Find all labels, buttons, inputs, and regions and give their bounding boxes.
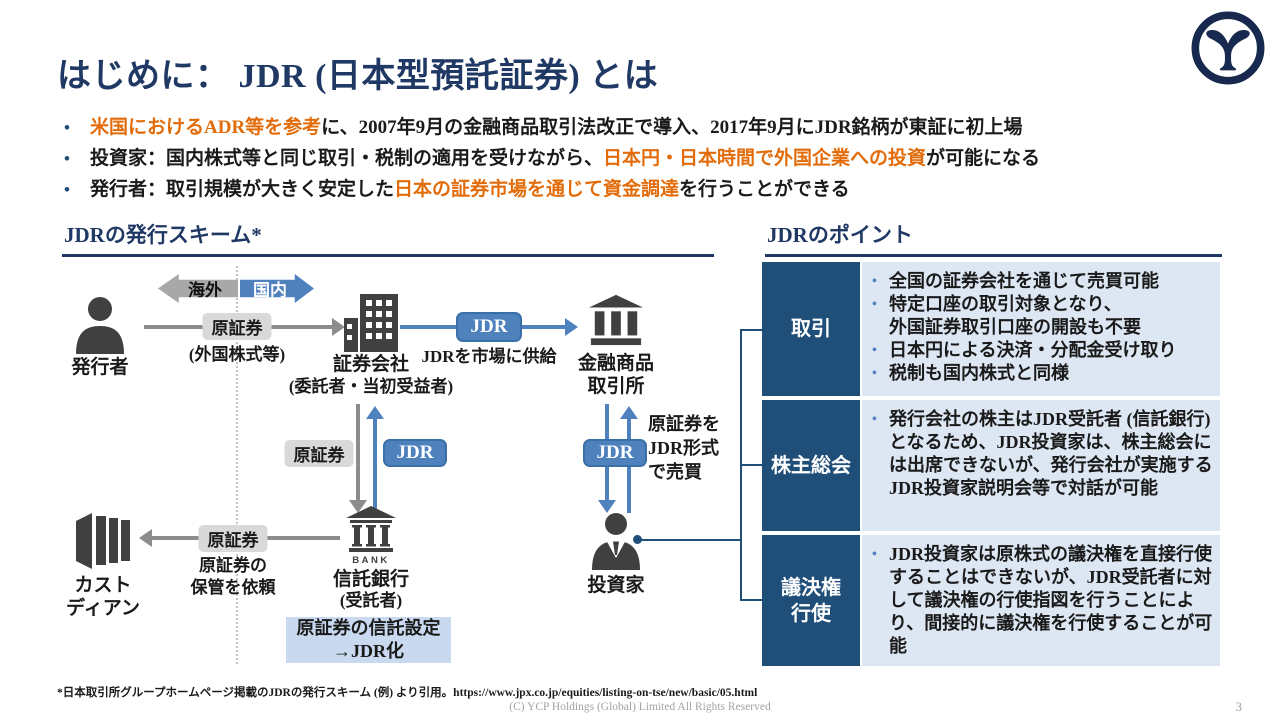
connector-dot <box>633 535 642 544</box>
intro-bullet: 米国におけるADR等を参考に、2007年9月の金融商品取引法改正で導入、2017… <box>60 112 1040 143</box>
jdr-points-panel: 取引 全国の証券会社を通じて売買可能 特定口座の取引対象となり、 外国証券取引口… <box>762 262 1220 670</box>
point-row-content: JDR投資家は原株式の議決権を直接行使することはできないが、JDR受託者に対して… <box>862 535 1220 666</box>
custodian-label: カスト ディアン <box>66 575 140 619</box>
source-footnote: *日本取引所グループホームページ掲載のJDRの発行スキーム (例) より引用。h… <box>57 687 758 699</box>
connector-line <box>640 539 740 541</box>
securities-company-label: 証券会社 <box>332 354 410 375</box>
point-row-header: 議決権 行使 <box>762 535 860 666</box>
overseas-arrow: 海外 <box>158 274 238 303</box>
scheme-section-heading: JDRの発行スキーム* <box>62 219 714 257</box>
custodian-warehouse-icon <box>74 512 132 570</box>
connector-stub <box>740 599 762 601</box>
jdr-up-shaft <box>373 418 377 513</box>
orig-securities-arrowhead <box>332 318 345 336</box>
point-row-content: 全国の証券会社を通じて売買可能 特定口座の取引対象となり、 外国証券取引口座の開… <box>862 262 1220 396</box>
trust-bank-label: 信託銀行 <box>332 569 410 590</box>
jdr-tag: JDR <box>456 312 522 342</box>
point-bullet: 特定口座の取引対象となり、 外国証券取引口座の開設も不要 <box>866 293 1214 339</box>
investor-label: 投資家 <box>587 575 645 596</box>
trust-bank-icon: BANK <box>344 506 398 566</box>
trust-bank-note: (受託者) <box>339 591 403 610</box>
page-title: はじめに： JDR (日本型預託証券) とは <box>57 58 659 95</box>
point-bullet: 全国の証券会社を通じて売買可能 <box>866 270 1214 293</box>
points-section-heading: JDRのポイント <box>765 219 1222 257</box>
point-row-voting-rights: 議決権 行使 JDR投資家は原株式の議決権を直接行使することはできないが、JDR… <box>762 535 1220 666</box>
orig-securities-tag: 原証券 <box>202 313 272 340</box>
custody-note: 原証券の 保管を依頼 <box>190 556 276 597</box>
jdr-supply-note: JDRを市場に供給 <box>421 347 557 366</box>
copyright-text: (C) YCP Holdings (Global) Limited All Ri… <box>509 701 771 713</box>
custody-arrowhead <box>139 529 152 547</box>
jdr-supply-arrowhead <box>565 318 578 336</box>
jdr-up-arrowhead <box>366 406 384 419</box>
issuer-person-icon <box>74 296 126 354</box>
jdr-buy-up-arrowhead <box>620 406 638 419</box>
point-row-shareholders-meeting: 株主総会 発行会社の株主はJDR受託者 (信託銀行) となるため、JDR投資家は… <box>762 400 1220 531</box>
jdr-scheme-diagram: 海外 国内 発行者 原証券 (外国株式等) 証券会社 (委託者・当初受益者) <box>60 260 762 670</box>
jdr-tag: JDR <box>383 439 447 467</box>
trust-setting-box: 原証券の信託設定 →JDR化 <box>286 617 451 663</box>
intro-bullet: 発行者：取引規模が大きく安定した日本の証券市場を通じて資金調達を行うことができる <box>60 174 1040 205</box>
jdr-sell-down-arrowhead <box>598 500 616 513</box>
orig-securities-tag: 原証券 <box>198 525 268 552</box>
point-bullet: 税制も国内株式と同様 <box>866 362 1214 385</box>
point-row-header: 株主総会 <box>762 400 860 531</box>
svg-text:BANK: BANK <box>352 555 389 566</box>
domestic-arrow: 国内 <box>240 274 314 303</box>
exchange-label: 金融商品 取引所 <box>577 353 655 397</box>
point-bullet: JDR投資家は原株式の議決権を直接行使することはできないが、JDR受託者に対して… <box>866 543 1214 658</box>
overseas-domestic-divider <box>236 266 238 664</box>
securities-company-note: (委託者・当初受益者) <box>288 377 454 396</box>
investor-person-icon <box>589 512 643 570</box>
point-bullet: 発行会社の株主はJDR受託者 (信託銀行) となるため、JDR投資家は、株主総会… <box>866 408 1214 500</box>
point-row-trade: 取引 全国の証券会社を通じて売買可能 特定口座の取引対象となり、 外国証券取引口… <box>762 262 1220 396</box>
orig-sec-down-shaft <box>356 404 360 502</box>
issuer-label: 発行者 <box>71 357 129 378</box>
point-row-content: 発行会社の株主はJDR受託者 (信託銀行) となるため、JDR投資家は、株主総会… <box>862 400 1220 531</box>
intro-bullet-list: 米国におけるADR等を参考に、2007年9月の金融商品取引法改正で導入、2017… <box>60 112 1040 205</box>
ycp-logo-icon <box>1190 10 1266 86</box>
jdr-trade-note: 原証券を JDR形式 で売買 <box>648 414 720 482</box>
exchange-building-icon <box>589 294 643 346</box>
point-bullet: 日本円による決済・分配金受け取り <box>866 339 1214 362</box>
page-number: 3 <box>1235 699 1243 714</box>
securities-company-icon <box>344 294 398 352</box>
foreign-stock-note: (外国株式等) <box>188 345 286 364</box>
connector-stub <box>740 464 762 466</box>
jdr-tag: JDR <box>583 439 647 467</box>
point-row-header: 取引 <box>762 262 860 396</box>
orig-sec-down-arrowhead <box>349 500 367 513</box>
intro-bullet: 投資家：国内株式等と同じ取引・税制の適用を受けながら、日本円・日本時間で外国企業… <box>60 143 1040 174</box>
connector-stub <box>740 329 762 331</box>
orig-securities-tag: 原証券 <box>284 440 354 467</box>
